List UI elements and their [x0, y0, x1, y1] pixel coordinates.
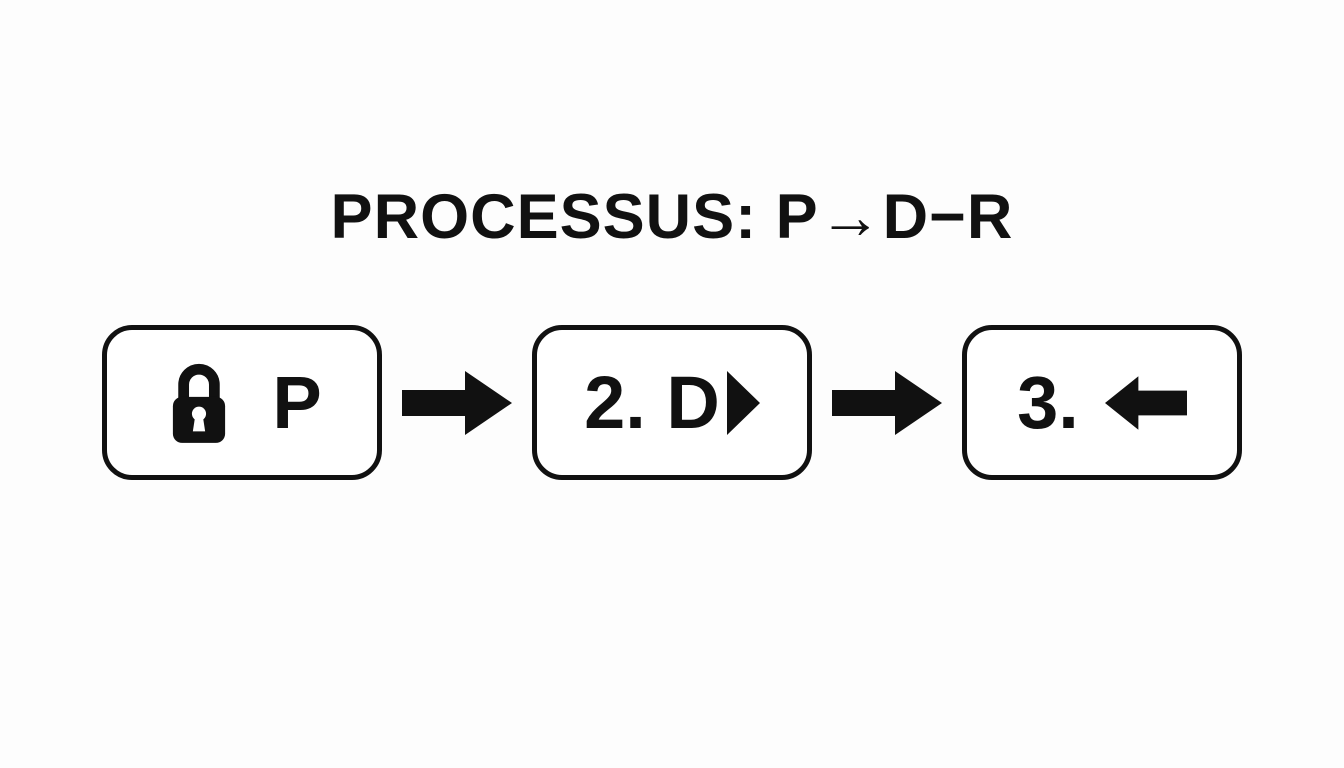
arrow-left-icon: [1104, 373, 1187, 433]
step-3-label: 3.: [1017, 360, 1079, 444]
diagram-title: PROCESSUS: P→D−R: [330, 182, 1014, 252]
play-icon: [726, 370, 760, 435]
lock-icon: [162, 360, 236, 446]
arrow-right-icon: [832, 370, 942, 435]
flow-connector-2: [812, 325, 962, 480]
arrow-right-icon: [402, 370, 512, 435]
flow-connector-1: [382, 325, 532, 480]
step-box-2: 2. D: [532, 325, 812, 480]
step-box-3: 3.: [962, 325, 1242, 480]
step-2-label: 2. D: [584, 360, 720, 444]
step-1-label: P: [272, 360, 322, 444]
step-box-1: P: [102, 325, 382, 480]
process-flow: P 2. D: [0, 325, 1344, 480]
